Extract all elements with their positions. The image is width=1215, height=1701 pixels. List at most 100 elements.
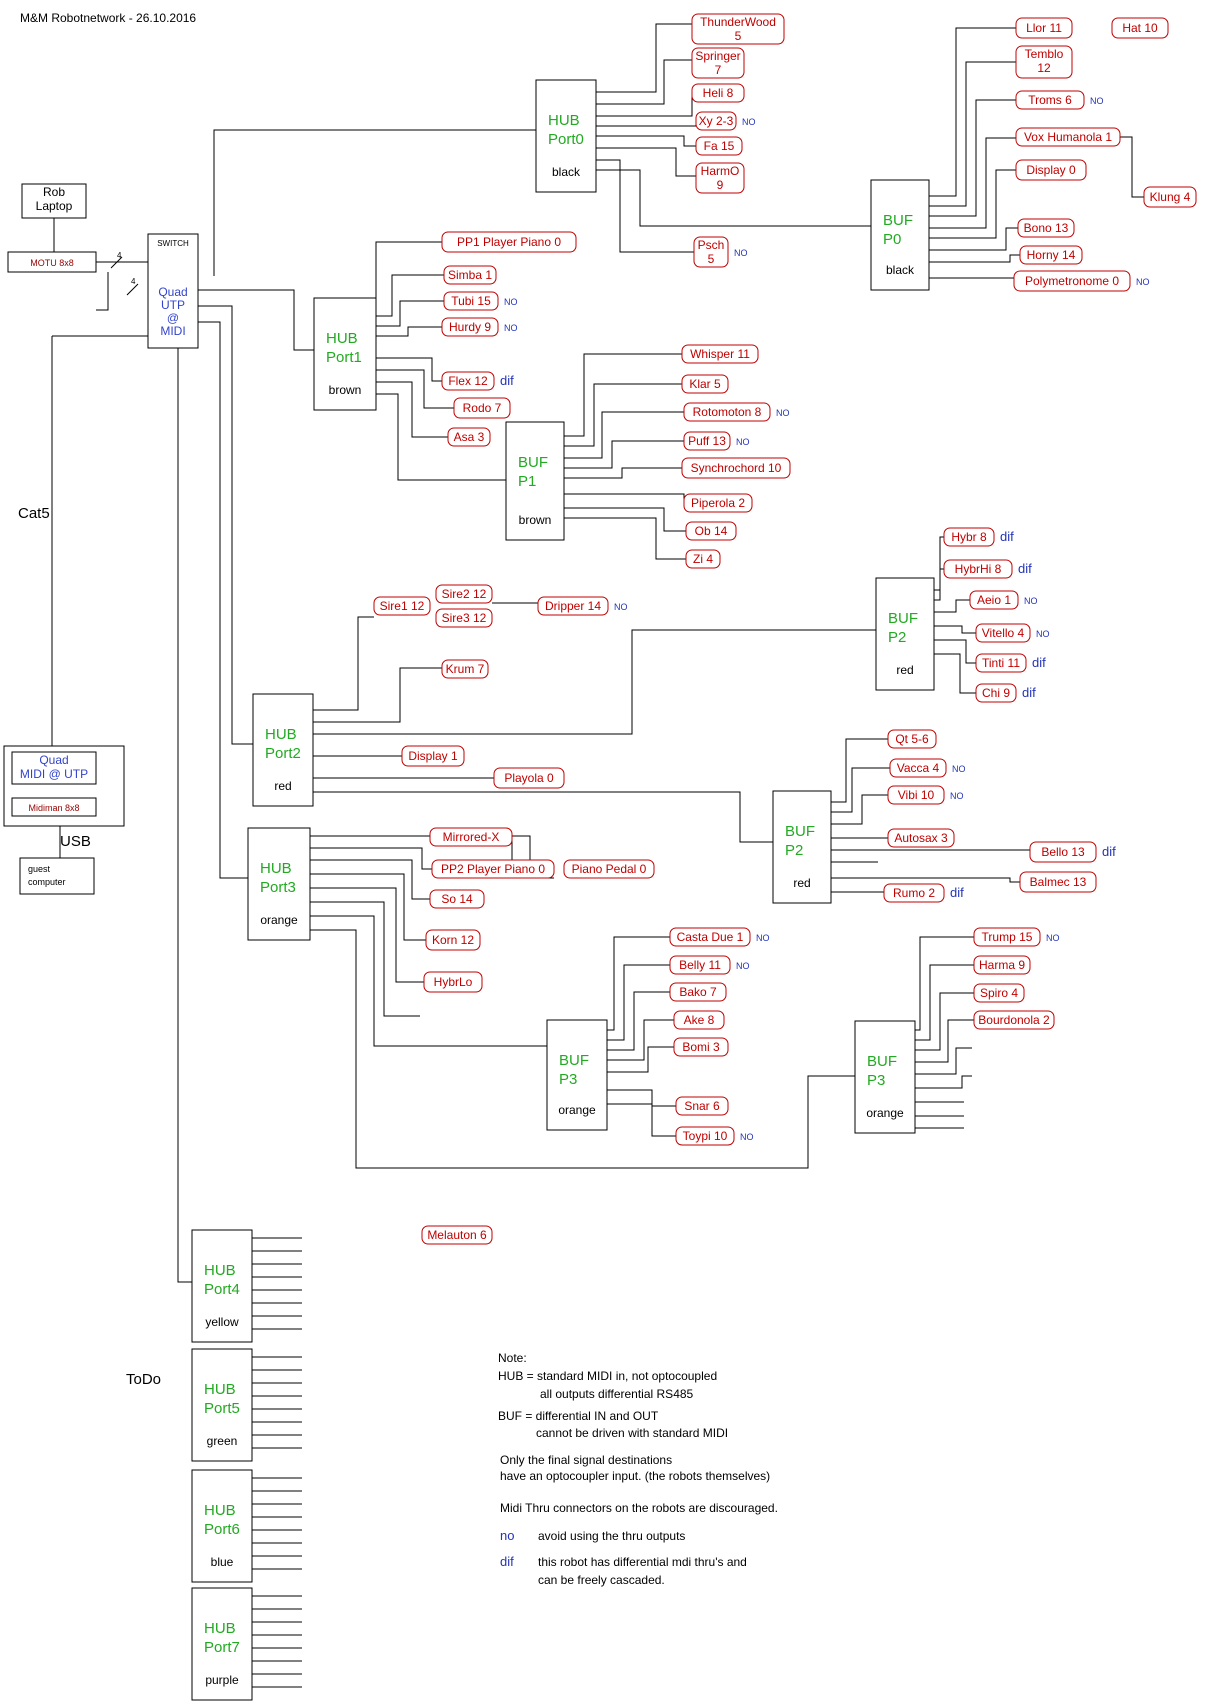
hub5-color-label: green <box>207 1434 238 1448</box>
vox-box <box>1015 127 1121 147</box>
trunk-hub1 <box>198 289 314 351</box>
asa-label: Asa 3 <box>454 430 485 444</box>
hub3-branch-60 <box>310 915 547 1047</box>
rotomoton-thru-qualifier: NO <box>776 408 790 418</box>
bourdonola-label: Bourdonola 2 <box>978 1013 1050 1027</box>
flex-label: Flex 12 <box>448 374 488 388</box>
asa-box <box>447 427 491 447</box>
aeio-box <box>969 590 1019 610</box>
hub6-box <box>191 1469 253 1583</box>
trump-label: Trump 15 <box>982 930 1033 944</box>
qt-box <box>887 729 937 749</box>
bufp2a-color-label: red <box>896 663 913 677</box>
bufp3a-box <box>546 1019 608 1131</box>
trunk-hub3 <box>198 321 248 879</box>
hub0-branch-5 <box>596 147 696 177</box>
rodo-box <box>453 397 511 419</box>
hat-box <box>1111 17 1169 39</box>
bufp3b-branch-70 <box>915 936 974 1031</box>
xy-thru-qualifier: NO <box>742 117 756 127</box>
bufp1-box <box>505 421 565 541</box>
autosax-box <box>887 828 955 848</box>
usb-label: USB <box>60 833 91 850</box>
fa-box <box>695 136 743 156</box>
zi-box <box>685 549 721 569</box>
bomi-label: Bomi 3 <box>682 1040 720 1054</box>
hub2-branch-33 <box>313 616 374 711</box>
puff-thru-qualifier: NO <box>736 437 750 447</box>
simba-box <box>443 265 497 285</box>
guest-box <box>19 857 95 895</box>
melauton-label: Melauton 6 <box>427 1228 487 1242</box>
hurdy-box <box>441 317 499 337</box>
vacca-thru-qualifier: NO <box>952 764 966 774</box>
motu-label: MOTU 8x8 <box>30 258 74 268</box>
rumo-label: Rumo 2 <box>893 886 935 900</box>
hybr-label: Hybr 8 <box>951 530 987 544</box>
hybr-box <box>943 527 995 547</box>
psch-thru-qualifier: NO <box>734 248 748 258</box>
springer-box <box>691 47 745 79</box>
tubi-box <box>443 291 499 311</box>
note-line-6: have an optocoupler input. (the robots t… <box>500 1469 770 1483</box>
hub0-branch-1 <box>596 59 692 105</box>
bundle-tick-b <box>126 283 139 296</box>
bundle-4-b: 4 <box>131 277 136 286</box>
hub2-branch-34 <box>313 667 442 723</box>
vox-label: Vox Humanola 1 <box>1024 130 1112 144</box>
motu-box <box>7 251 97 273</box>
hybrhi-box <box>943 559 1013 579</box>
dripper-thru-qualifier: NO <box>614 602 628 612</box>
krum-label: Krum 7 <box>446 662 485 676</box>
bufp3a-branch-69 <box>607 1103 676 1137</box>
hub3-box <box>247 827 311 941</box>
sire1-label: Sire1 12 <box>380 599 425 613</box>
bufp0-branch-15 <box>929 254 1020 263</box>
bufp2a-branch-44 <box>934 639 976 664</box>
note-line-7: Midi Thru connectors on the robots are d… <box>500 1501 778 1515</box>
bako-label: Bako 7 <box>679 985 717 999</box>
quad-midi-box <box>11 751 97 785</box>
boxes-layer <box>3 13 1197 1701</box>
polymetronome-thru-qualifier: NO <box>1136 277 1150 287</box>
bufp1-branch-29 <box>564 467 682 479</box>
trunk-hub4 <box>177 348 192 1283</box>
bufp3a-branch-66 <box>607 1019 674 1061</box>
vibi-thru-qualifier: NO <box>950 791 964 801</box>
castadue-box <box>669 927 751 947</box>
bufp1-branch-27 <box>564 411 684 459</box>
heli-label: Heli 8 <box>703 86 734 100</box>
spiro-box <box>973 983 1025 1003</box>
bufp2b-branch-46 <box>831 738 888 803</box>
bufp2b-branch-48 <box>831 794 888 825</box>
note-line-11: this robot has differential mdi thru's a… <box>538 1555 747 1569</box>
note-line-1: HUB = standard MIDI in, not optocoupled <box>498 1369 717 1383</box>
polymetronome-label: Polymetronome 0 <box>1025 274 1119 288</box>
pp1-box <box>441 231 577 253</box>
llor-box <box>1015 17 1073 39</box>
castadue-thru-qualifier: NO <box>756 933 770 943</box>
hub2-box <box>252 693 314 807</box>
so-label: So 14 <box>441 892 473 906</box>
hybrlo-box <box>423 971 483 993</box>
display1-label: Display 1 <box>408 749 458 763</box>
hub1-branch-18 <box>376 274 444 317</box>
klar-label: Klar 5 <box>689 377 721 391</box>
hurdy-label: Hurdy 9 <box>449 320 491 334</box>
hub5-box <box>191 1348 253 1462</box>
qt-label: Qt 5-6 <box>895 732 929 746</box>
hub3-branch-56 <box>310 859 430 900</box>
note-line-4: cannot be driven with standard MIDI <box>536 1426 728 1440</box>
bako-box <box>669 982 727 1002</box>
playola-label: Playola 0 <box>504 771 554 785</box>
hub0-branch-2 <box>596 93 693 117</box>
hybrhi-label: HybrHi 8 <box>955 562 1002 576</box>
tinti-box <box>975 653 1027 673</box>
